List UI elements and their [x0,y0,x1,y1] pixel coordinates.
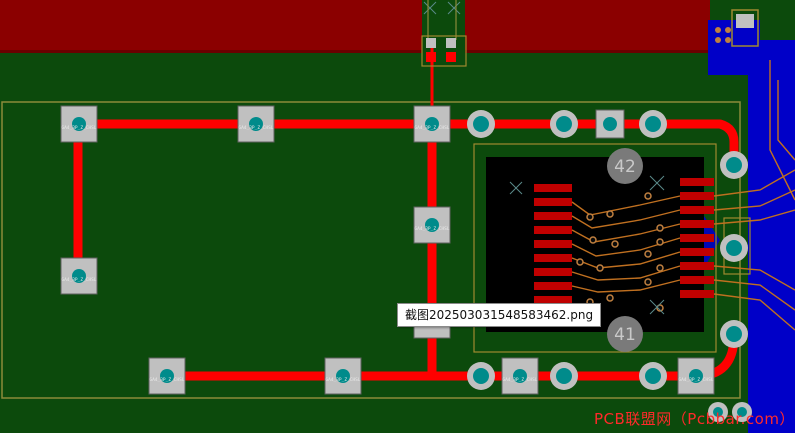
pad-6 [148,357,186,395]
top-component [421,35,467,67]
watermark-text: PCB联盟网（Pcbbar.com） [594,410,795,428]
round-pad [467,110,495,138]
fanout-traces [571,60,795,331]
round-pad [720,320,748,348]
pad-3 [413,105,451,143]
component-dark-area [486,157,704,332]
component-silkscreen [473,143,717,353]
round-pad [639,362,667,390]
mounting-hole-42[interactable]: 42 [607,148,643,184]
pad-8 [501,357,539,395]
round-pad [720,151,748,179]
hole-label-41: 41 [614,325,636,345]
pad-2 [237,105,275,143]
round-pad [708,402,728,422]
round-pad [732,402,752,422]
small-vias [576,192,664,312]
svg-text:GA4_3P_Z_CHSL: GA4_3P_Z_CHSL [678,377,714,383]
round-pad [550,362,578,390]
square-pads[interactable] [60,105,715,395]
svg-text:GA4_3P_Z_CHSL: GA4_3P_Z_CHSL [502,377,538,383]
pad-7 [324,357,362,395]
svg-text:GA4_3P_Z_CHSL: GA4_3P_Z_CHSL [414,125,450,131]
svg-text:GA4_3P_Z_CHSL: GA4_3P_Z_CHSL [61,277,97,283]
svg-text:GA4_3P_Z_CHSL: GA4_3P_Z_CHSL [238,125,274,131]
connector-pads-right [680,178,714,298]
pad-5 [60,257,98,295]
svg-text:GA4_3P_Z_CHSL: GA4_3P_Z_CHSL [61,125,97,131]
round-pads[interactable] [467,110,752,422]
pad-10 [595,109,625,139]
round-pad [467,362,495,390]
bottom-layer-pour [708,20,795,433]
round-pad [639,110,667,138]
filename-tooltip: 截图20250303154858346​2.png [397,303,602,327]
hole-label-42: 42 [614,157,636,177]
mounting-hole-41[interactable]: 41 [607,316,643,352]
connector-pads-left [534,184,572,304]
pad-labels: GA4_3P_Z_CHSL GA4_3P_Z_CHSL GA4_3P_Z_CHS… [61,125,714,383]
round-pad [550,110,578,138]
copper-pour-top-right [465,0,710,50]
svg-text:GA4_3P_Z_CHSL: GA4_3P_Z_CHSL [414,226,450,232]
pad-9 [677,357,715,395]
pad-1 [60,105,98,143]
unrouted-markers [423,1,665,315]
svg-text:GA4_3P_Z_CHSL: GA4_3P_Z_CHSL [149,377,185,383]
top-right-connector [715,9,759,47]
copper-pour-top-left [0,0,422,50]
svg-text:GA4_3P_Z_CHSL: GA4_3P_Z_CHSL [325,377,361,383]
round-pad [720,234,748,262]
pad-4 [413,206,451,244]
